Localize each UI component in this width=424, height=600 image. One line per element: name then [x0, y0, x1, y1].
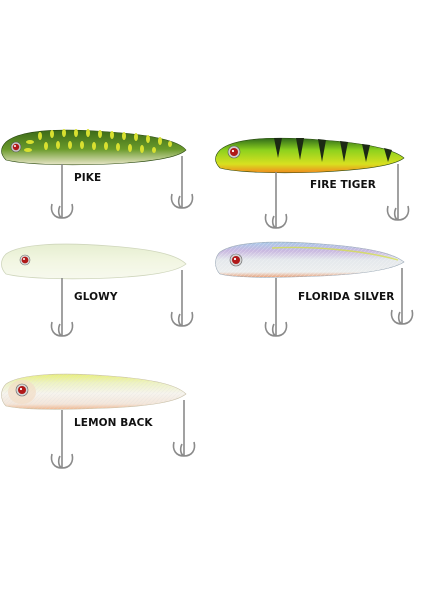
lure-fire-tiger-label: FIRE TIGER: [310, 179, 376, 191]
lure-glowy-label: GLOWY: [74, 291, 118, 303]
lure-fire-tiger: FIRE TIGER: [212, 132, 424, 242]
lure-pike-image: [1, 129, 194, 219]
lure-florida-silver-image: [215, 241, 414, 337]
lure-glowy: GLOWY: [0, 240, 200, 350]
lure-florida-silver: FLORIDA SILVER: [212, 240, 424, 350]
lure-lemon-back: LEMON BACK: [0, 370, 200, 480]
lure-florida-silver-label: FLORIDA SILVER: [298, 291, 395, 303]
lure-pike: PIKE: [0, 120, 200, 230]
lure-fire-tiger-image: [215, 137, 410, 229]
lure-lemon-back-image: [1, 373, 196, 469]
lure-pike-label: PIKE: [74, 172, 102, 184]
lure-glowy-image: [1, 243, 194, 337]
lure-lemon-back-label: LEMON BACK: [74, 417, 153, 429]
